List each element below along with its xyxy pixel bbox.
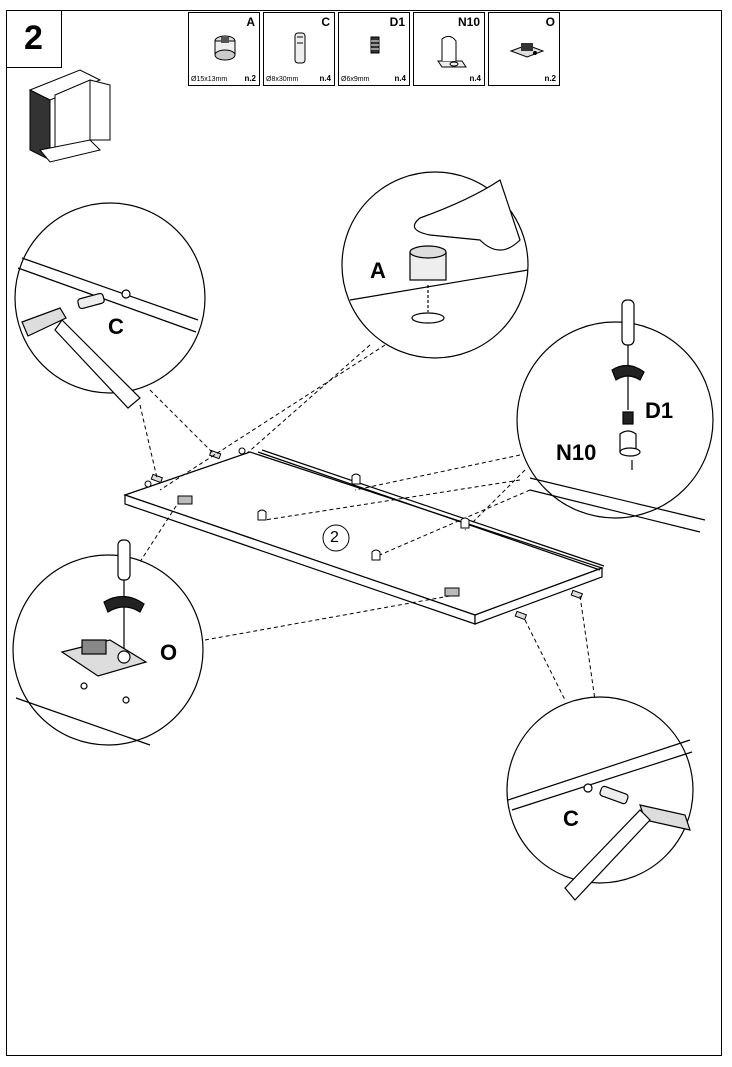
wooden-dowel-icon	[294, 32, 306, 64]
detail-dowel-top	[14, 202, 206, 409]
part-card-d1: D1 Ø6x9mm n.4	[338, 12, 410, 86]
label-hinge: O	[160, 640, 178, 665]
finger-icon	[413, 179, 521, 251]
label-cam: A	[370, 258, 386, 283]
detail-dowel-bottom	[506, 696, 694, 901]
label-screw: D1	[645, 398, 674, 423]
part-code: D1	[389, 15, 405, 29]
part-quantity: n.4	[469, 74, 481, 83]
part-code: O	[545, 15, 555, 29]
panel-number-circle	[322, 524, 350, 552]
part-dimension: Ø6x9mm	[341, 76, 370, 83]
shelf-support-icon	[437, 35, 467, 68]
panel-hardware	[144, 447, 470, 597]
screw-icon	[370, 36, 380, 54]
part-card-n10: N10 n.4	[413, 12, 485, 86]
panel	[123, 449, 605, 625]
part-dimension: Ø15x13mm	[191, 76, 228, 83]
label-dowel-top: C	[108, 314, 124, 339]
part-quantity: n.4	[394, 74, 406, 83]
part-dimension: Ø8x30mm	[266, 76, 299, 83]
part-quantity: n.4	[319, 74, 331, 83]
detail-support	[516, 299, 714, 533]
page-frame	[6, 10, 722, 1056]
detail-cam	[341, 171, 529, 359]
hammer-icon	[21, 307, 67, 337]
part-quantity: n.2	[544, 74, 556, 83]
cabinet-thumbnail	[28, 69, 111, 163]
part-card-a: A Ø15x13mm n.2	[188, 12, 260, 86]
part-quantity: n.2	[244, 74, 256, 83]
part-card-c: C Ø8x30mm n.4	[263, 12, 335, 86]
parts-list: A Ø15x13mm n.2 C Ø8x30mm n.4 D1 Ø6x9mm n…	[188, 12, 560, 88]
cam-lock-icon	[214, 35, 236, 61]
label-support: N10	[556, 440, 597, 465]
hinge-plate-icon	[509, 43, 545, 58]
part-card-o: O n.2	[488, 12, 560, 86]
part-code: N10	[457, 15, 480, 29]
screwdriver-icon	[621, 299, 635, 346]
leader-lines	[124, 344, 596, 701]
label-dowel-bottom: C	[563, 806, 579, 831]
part-code: A	[246, 15, 255, 29]
part-code: C	[321, 15, 330, 29]
screwdriver-icon	[117, 539, 131, 581]
panel-number: 2	[330, 529, 339, 546]
detail-hinge	[12, 539, 204, 746]
step-number: 2	[6, 10, 62, 68]
